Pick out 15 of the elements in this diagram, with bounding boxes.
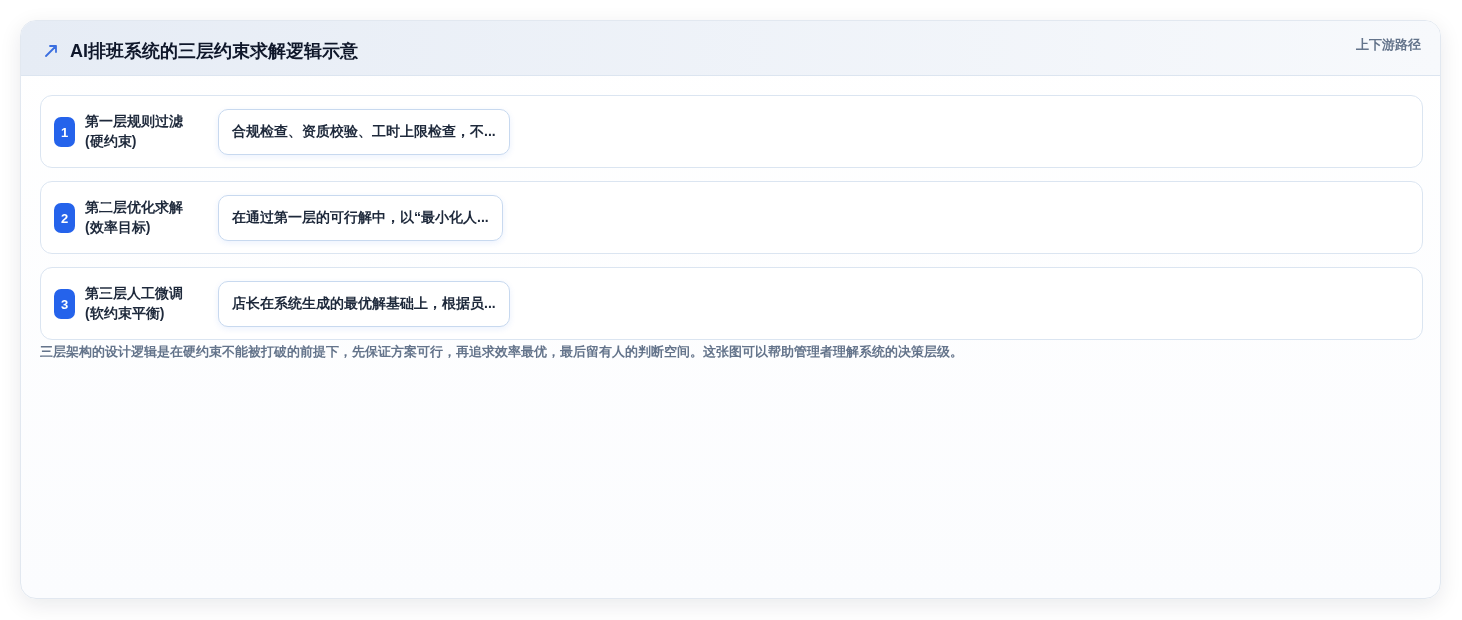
section-label: 上下游路径: [1356, 37, 1421, 53]
layer-title: 第三层人工微调(软约束平衡): [85, 284, 184, 323]
step-number-badge: 3: [54, 289, 75, 319]
layer-card: [40, 95, 1423, 168]
caption-text: 三层架构的设计逻辑是在硬约束不能被打破的前提下，先保证方案可行，再追求效率最优，最后留有人的判断空间。这张图可以帮助管理者理解系统的决策层级。: [40, 343, 963, 360]
layer-title: 第一层规则过滤(硬约束): [85, 112, 184, 151]
diagram-title: AI排班系统的三层约束求解逻辑示意: [70, 40, 358, 62]
description-card: 合规检查、资质校验、工时上限检查，不...: [218, 109, 510, 155]
layer-card: [40, 181, 1423, 254]
layer-title: 第二层优化求解(效率目标): [85, 198, 184, 237]
description-card: 在通过第一层的可行解中，以“最小化人...: [218, 195, 503, 241]
step-number-badge: 2: [54, 203, 75, 233]
layer-card: [40, 267, 1423, 340]
description-card: 店长在系统生成的最优解基础上，根据员...: [218, 281, 510, 327]
step-number-badge: 1: [54, 117, 75, 147]
